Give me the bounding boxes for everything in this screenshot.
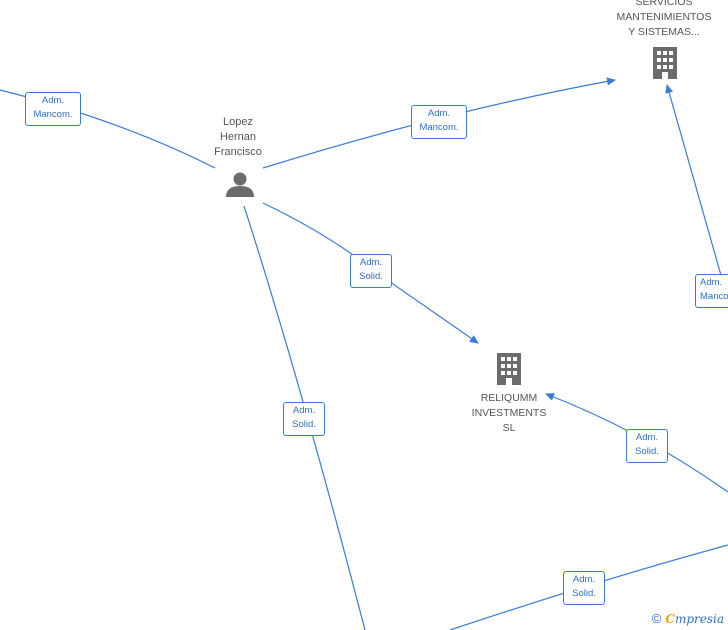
edge-label-role: Adm.: [572, 574, 596, 585]
edge-label-role: Adm.: [700, 277, 723, 288]
person-name-line-1: Lopez: [223, 116, 253, 128]
brand-logo-text: mpresia: [674, 612, 724, 626]
edge-label-type: Mancom.: [33, 109, 73, 120]
brand-logo-initial: C: [665, 612, 675, 626]
edge-label-type: Solid.: [292, 419, 316, 430]
edge-label-right-company-mid[interactable]: Adm. Solid.: [626, 429, 668, 463]
company-mid-line-1: RELIQUMM: [480, 392, 538, 404]
company-mid-line-2: INVESTMENTS: [471, 407, 547, 419]
building-icon-mid[interactable]: [497, 353, 521, 385]
edge-label-type: Mancom.: [419, 122, 459, 133]
person-node-label[interactable]: Lopez Hernan Francisco: [198, 115, 278, 160]
edge-label-type: Solid.: [359, 271, 383, 282]
edge-label-left[interactable]: Adm. Mancom.: [25, 92, 81, 126]
edge-label-type: Solid.: [572, 588, 596, 599]
edge-label-role: Adm.: [292, 405, 316, 416]
edge-label-role: Adm.: [41, 95, 65, 106]
edge-line-right-to-company-top: [665, 84, 728, 301]
edge-label-person-company-mid[interactable]: Adm. Solid.: [350, 254, 392, 288]
edge-label-type: Mancom.: [700, 291, 728, 302]
edge-label-person-company-top[interactable]: Adm. Mancom.: [411, 105, 467, 139]
company-top-line-1: SERVICIOS: [635, 0, 693, 8]
edge-label-right-company-top[interactable]: Adm. Mancom.: [695, 274, 728, 308]
company-mid-line-3: SL: [502, 422, 516, 434]
company-top-label[interactable]: SERVICIOS MANTENIMIENTOS Y SISTEMAS...: [600, 0, 728, 40]
edge-label-person-down[interactable]: Adm. Solid.: [283, 402, 325, 436]
footer-brand: ©Cmpresia: [652, 611, 724, 626]
edge-label-type: Solid.: [635, 446, 659, 457]
building-icon-top[interactable]: [653, 47, 677, 79]
edge-label-role: Adm.: [359, 257, 383, 268]
company-top-line-3: Y SISTEMAS...: [628, 26, 700, 38]
edge-label-role: Adm.: [427, 108, 451, 119]
edge-label-bottom[interactable]: Adm. Solid.: [563, 571, 605, 605]
copyright-icon: ©: [651, 611, 662, 626]
edge-line-person-down: [243, 205, 366, 630]
company-mid-label[interactable]: RELIQUMM INVESTMENTS SL: [459, 391, 559, 436]
person-name-line-3: Francisco: [214, 146, 262, 158]
edge-label-role: Adm.: [635, 432, 659, 443]
person-icon[interactable]: [226, 172, 254, 198]
person-name-line-2: Hernan: [219, 131, 257, 143]
company-top-line-2: MANTENIMIENTOS: [616, 11, 712, 23]
